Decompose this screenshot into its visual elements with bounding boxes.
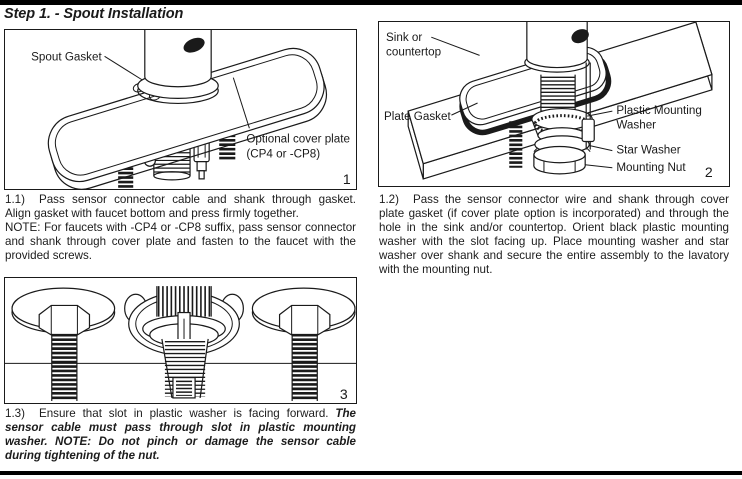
step-1-1-number: 1.1) — [5, 193, 25, 206]
fig1-faucet-and-gasket — [137, 30, 219, 105]
step-1-3-text: Ensure that slot in plastic washer is fa… — [38, 407, 329, 420]
label-plastic-washer-line1: Plastic Mounting — [616, 104, 701, 117]
fig2-shank-stack — [531, 74, 593, 175]
label-spout-gasket: Spout Gasket — [31, 50, 102, 63]
cover-plate-leader-line — [232, 77, 250, 129]
step-1-3-paragraph: 1.3) Ensure that slot in plastic washer i… — [5, 407, 356, 463]
label-plastic-washer-line2: Washer — [616, 118, 656, 131]
step-1-2-number: 1.2) — [379, 193, 399, 206]
figure-3-number: 3 — [340, 386, 348, 402]
figure-1-spout-gasket-diagram: Spout Gasket Optional cover plate (CP4 o… — [4, 29, 357, 190]
fig3-left-shank — [11, 287, 116, 401]
figure-2-mounting-diagram: Sink or countertop Plate Gasket Plastic … — [378, 21, 730, 187]
page-title: Step 1. - Spout Installation — [4, 6, 184, 22]
label-star-washer: Star Washer — [616, 144, 680, 157]
hex-nut — [278, 304, 331, 336]
step-1-1-paragraph: 1.1)Pass sensor connector cable and shan… — [5, 193, 356, 263]
step-1-2-text: Pass the sensor connector wire and shank… — [379, 193, 729, 276]
faucet-sensor-window-icon — [571, 29, 589, 44]
step-1-1-text: Pass sensor connector cable and shank th… — [5, 193, 356, 220]
label-sink-line2: countertop — [386, 45, 442, 58]
label-cover-plate-line2: (CP4 or -CP8) — [246, 148, 320, 161]
star-washer-leader-line — [589, 145, 613, 152]
figure-1-number: 1 — [343, 171, 351, 187]
label-mounting-nut: Mounting Nut — [616, 161, 686, 174]
label-cover-plate-line1: Optional cover plate — [246, 132, 350, 145]
plate-gasket-leader-line — [451, 102, 478, 116]
step-1-1-note: NOTE: For faucets with -CP4 or -CP8 suff… — [5, 221, 356, 262]
figure-3-underside-diagram: 3 — [4, 277, 357, 404]
fig3-center-washer-assembly — [124, 286, 244, 399]
figure-3-drawing: 3 — [5, 286, 356, 402]
fig2-sensor-cable — [581, 62, 595, 150]
top-rule — [0, 0, 742, 5]
plastic-washer-leader-line — [587, 110, 613, 117]
fig3-right-shank — [251, 287, 356, 401]
mounting-nut-leader-line — [585, 164, 613, 169]
step-1-3-emphasis: The sensor cable must pass through slot … — [5, 407, 356, 462]
step-1-3-number: 1.3) — [5, 407, 25, 420]
spout-gasket-leader-line — [104, 55, 143, 81]
hex-nut — [38, 304, 91, 336]
figure-1-drawing: Spout Gasket Optional cover plate (CP4 o… — [31, 30, 351, 189]
sink-leader-line — [431, 36, 480, 56]
faucet-sensor-window-icon — [183, 37, 205, 53]
label-plate-gasket: Plate Gasket — [384, 110, 451, 123]
figure-2-number: 2 — [705, 164, 713, 180]
step-1-2-paragraph: 1.2)Pass the sensor connector wire and s… — [379, 193, 729, 277]
bottom-rule — [0, 471, 742, 475]
figure-2-drawing: Sink or countertop Plate Gasket Plastic … — [384, 22, 713, 180]
label-sink-line1: Sink or — [386, 31, 422, 44]
fig2-faucet-body — [524, 22, 590, 73]
